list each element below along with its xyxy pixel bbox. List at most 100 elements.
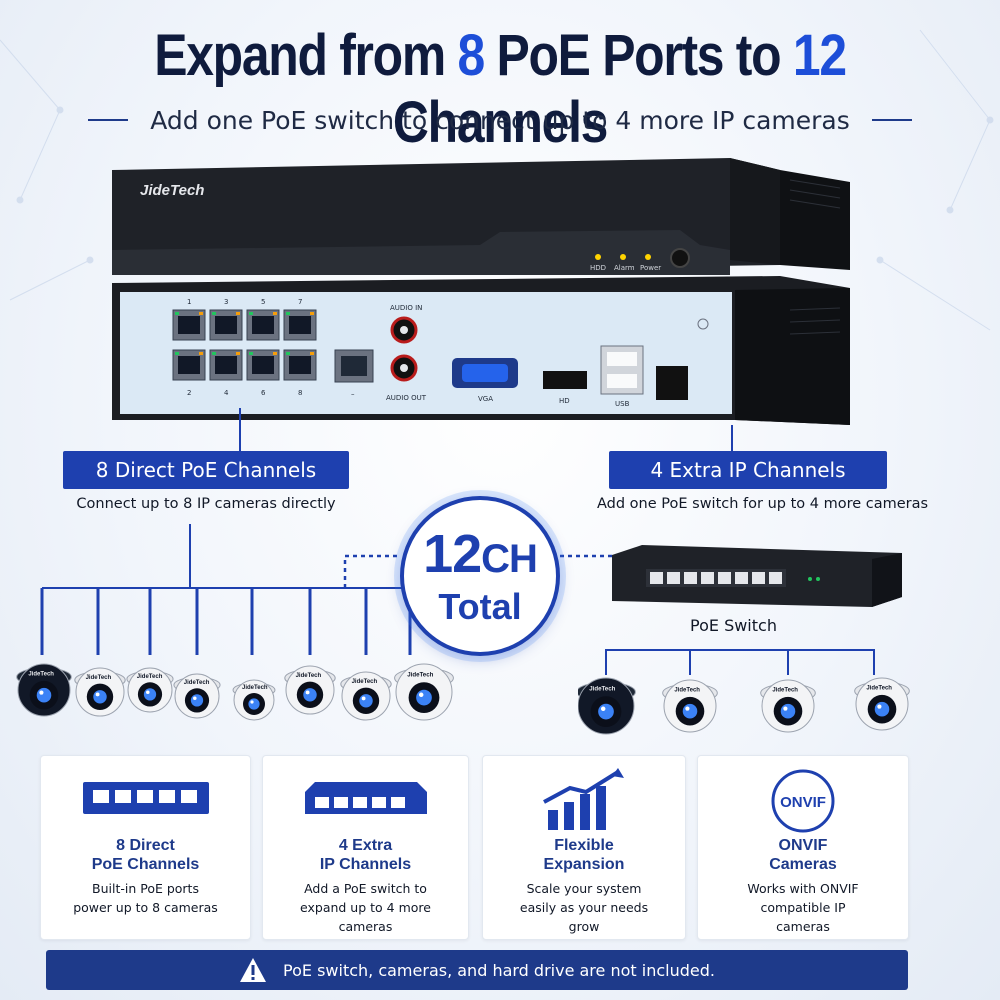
camera-left-2: JideTech <box>74 667 126 717</box>
switch-port-5 <box>718 572 731 584</box>
poe-port-7 <box>246 349 280 381</box>
headline: Expand from 8 PoE Ports to 12 Channels <box>70 22 930 156</box>
port-label-4: 4 <box>224 389 229 397</box>
camera-left-1-brand: JideTech <box>28 672 54 678</box>
camera-right-3: JideTech <box>760 679 816 733</box>
switch-port-8 <box>769 572 782 584</box>
port-label-1: 1 <box>187 298 191 306</box>
headline-part-1: Expand from <box>154 23 458 88</box>
hdmi-label: HD <box>559 397 570 405</box>
poe-port-2 <box>209 309 243 341</box>
headline-number-8: 8 <box>457 23 485 88</box>
growth-chart-icon <box>483 768 685 838</box>
total-channels-badge: 12CH Total <box>400 496 560 656</box>
indicator-alarm: Alarm <box>614 264 635 272</box>
subheadline-row: Add one PoE switch to connect up to 4 mo… <box>0 103 1000 137</box>
cameras-right-group: JideTech JideTech JideTech JideTech <box>578 677 910 735</box>
switch-icon <box>41 768 250 838</box>
port-label-5: 5 <box>261 298 265 306</box>
extra-channels-label: 4 Extra IP Channels <box>609 451 887 489</box>
not-included-notice: PoE switch, cameras, and hard drive are … <box>46 950 908 990</box>
camera-left-4: JideTech <box>173 673 221 719</box>
camera-left-1: JideTech <box>16 663 72 717</box>
subheadline-rule-right <box>871 119 912 121</box>
switch-port-7 <box>752 572 765 584</box>
port-label-7: 7 <box>298 298 302 306</box>
subheadline-rule-left <box>88 119 129 121</box>
camera-left-7: JideTech <box>340 671 392 721</box>
network-switch-icon <box>263 768 468 838</box>
camera-left-8-brand: JideTech <box>407 672 433 679</box>
switch-port-3 <box>684 572 697 584</box>
nvr-brand-logo: JideTech <box>140 182 204 199</box>
camera-left-6: JideTech <box>284 665 336 715</box>
indicator-hdd: HDD <box>590 264 606 272</box>
poe-port-8 <box>283 349 317 381</box>
onvif-badge-text: ONVIF <box>780 794 826 811</box>
poe-switch-device <box>612 545 902 607</box>
camera-left-2-brand: JideTech <box>86 675 112 681</box>
camera-left-3: JideTech <box>126 667 174 713</box>
port-label-8: 8 <box>298 389 302 397</box>
camera-left-4-brand: JideTech <box>184 680 210 686</box>
notice-text: PoE switch, cameras, and hard drive are … <box>283 960 715 980</box>
camera-left-6-brand: JideTech <box>296 673 322 679</box>
audio-out-label: AUDIO OUT <box>386 394 427 402</box>
camera-left-3-brand: JideTech <box>137 674 163 680</box>
switch-port-4 <box>701 572 714 584</box>
vga-label: VGA <box>478 395 493 403</box>
audio-in-label: AUDIO IN <box>390 304 422 312</box>
poe-port-1 <box>172 309 206 341</box>
port-label-6: 6 <box>261 389 266 397</box>
total-word: Total <box>438 585 522 627</box>
camera-left-7-brand: JideTech <box>352 679 378 685</box>
direct-channels-caption: Connect up to 8 IP cameras directly <box>76 496 336 512</box>
headline-part-2: PoE Ports to <box>483 23 793 88</box>
port-label-2: 2 <box>187 389 191 397</box>
poe-port-3 <box>246 309 280 341</box>
poe-port-5 <box>172 349 206 381</box>
headline-part-3: Channels <box>392 90 608 155</box>
headline-number-12: 12 <box>792 23 847 88</box>
camera-right-4-brand: JideTech <box>866 686 892 692</box>
poe-port-4 <box>283 309 317 341</box>
lan-label: – <box>351 390 355 398</box>
camera-right-2: JideTech <box>662 679 718 733</box>
camera-left-8: JideTech <box>394 663 454 721</box>
camera-left-5-brand: JideTech <box>242 685 268 691</box>
usb-label: USB <box>615 400 630 408</box>
extra-channels-caption: Add one PoE switch for up to 4 more came… <box>597 496 929 512</box>
direct-channels-label: 8 Direct PoE Channels <box>63 451 349 489</box>
switch-port-6 <box>735 572 748 584</box>
poe-switch-caption: PoE Switch <box>690 616 777 635</box>
nvr-recorder: JideTech HDD Alarm Power 1 <box>112 158 850 425</box>
camera-right-1: JideTech <box>578 677 636 735</box>
total-number: 12CH <box>423 523 538 584</box>
subheadline: Add one PoE switch to connect up to 4 mo… <box>150 105 850 135</box>
switch-port-1 <box>650 572 663 584</box>
camera-right-1-brand: JideTech <box>589 686 615 693</box>
camera-right-4: JideTech <box>854 677 910 731</box>
indicator-power: Power <box>640 264 661 272</box>
camera-left-5: JideTech <box>232 679 276 721</box>
switch-port-2 <box>667 572 680 584</box>
warning-icon <box>240 958 267 982</box>
poe-port-6 <box>209 349 243 381</box>
camera-right-3-brand: JideTech <box>772 688 798 694</box>
